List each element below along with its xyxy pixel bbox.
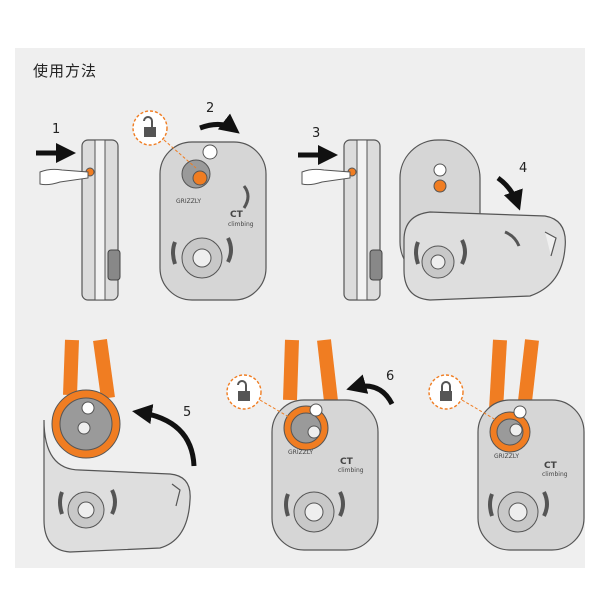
page-title: 使用方法 (33, 62, 98, 80)
step-5-figure (43, 339, 197, 553)
step-number-1: 1 (52, 122, 60, 137)
arrow-icon (132, 404, 197, 467)
brand-logo: CT (230, 210, 244, 220)
open-lock-icon (226, 374, 295, 421)
step-number-6: 6 (386, 369, 394, 384)
step-number-2: 2 (206, 101, 214, 116)
step-1-figure (36, 139, 121, 301)
brand-name-6: climbing (338, 467, 364, 474)
brand-name-7: climbing (542, 471, 568, 478)
step-number-3: 3 (312, 126, 320, 141)
arrow-icon (496, 175, 523, 211)
step-6-figure: GRIZZLY CT climbing (226, 339, 395, 551)
device-model-label-7: GRIZZLY (494, 453, 519, 460)
step-4-figure (399, 139, 566, 301)
step-number-5: 5 (183, 405, 191, 420)
arrow-icon (199, 113, 240, 134)
device-model-label: GRIZZLY (176, 198, 201, 205)
arrow-icon (346, 374, 395, 406)
brand-logo-7: CT (544, 461, 558, 471)
device-model-label-6: GRIZZLY (288, 449, 313, 456)
step-3-figure (298, 139, 383, 301)
brand-logo-6: CT (340, 457, 354, 467)
step-number-4: 4 (519, 161, 527, 176)
locked-figure: GRIZZLY CT climbing (428, 339, 585, 551)
closed-lock-icon (428, 374, 497, 421)
step-2-figure: GRIZZLY CT climbing (132, 110, 267, 301)
open-lock-icon (132, 110, 197, 169)
brand-name: climbing (228, 221, 254, 228)
